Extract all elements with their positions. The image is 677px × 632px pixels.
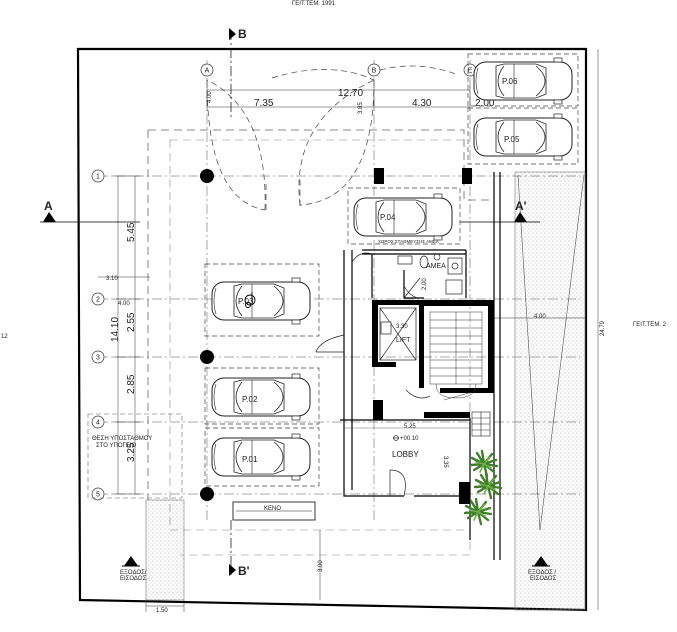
car-p06 bbox=[473, 57, 573, 105]
dim-3-35: 3.35 bbox=[442, 456, 448, 468]
svg-text:1: 1 bbox=[96, 174, 100, 181]
dim-2-55: 2.55 bbox=[126, 312, 137, 332]
left-dimensions bbox=[98, 175, 150, 495]
entrance-marker-right bbox=[532, 556, 550, 567]
dim-5-25: 5.25 bbox=[404, 424, 416, 430]
section-marker-B-top: B bbox=[229, 27, 247, 120]
dim-2-00: 2.00 bbox=[475, 98, 495, 109]
accessible-parking-icon bbox=[244, 292, 256, 308]
grid-bubble-1: 1 bbox=[91, 169, 105, 183]
grid-bubble-4: 4 bbox=[91, 415, 105, 429]
dim-1-50: 1.50 bbox=[156, 608, 168, 614]
landscape-strip-right bbox=[514, 171, 586, 611]
plant-1 bbox=[469, 449, 499, 478]
svg-text:2: 2 bbox=[96, 297, 100, 304]
entrance-left-1: ΕΞΟΔΟΣ/ bbox=[120, 570, 147, 576]
car-p04 bbox=[353, 193, 453, 241]
parking-bays bbox=[204, 53, 579, 487]
dim-4-30: 4.30 bbox=[412, 98, 432, 109]
core-walls bbox=[372, 300, 494, 418]
gate-swing-arcs bbox=[206, 65, 459, 211]
dim-12-70: 12.70 bbox=[338, 88, 363, 99]
label-p01: P.01 bbox=[242, 455, 258, 464]
mailboxes bbox=[471, 411, 491, 437]
grid-bubble-2: 2 bbox=[91, 292, 105, 306]
grid-bubble-3: 3 bbox=[91, 350, 105, 364]
dim-7-35: 7.35 bbox=[254, 98, 274, 109]
entrance-left-2: ΕΙΣΟΔΟΣ bbox=[120, 576, 146, 582]
left-neighbour-label: 12 bbox=[1, 334, 8, 340]
section-marker-A-left: A bbox=[40, 199, 140, 223]
svg-text:B: B bbox=[372, 68, 377, 75]
entrance-right-2: ΕΙΣΟΔΟΣ bbox=[530, 576, 556, 582]
dim-3-30: 3.30 bbox=[396, 324, 408, 330]
svg-text:E: E bbox=[468, 68, 473, 75]
dim-2-85: 2.85 bbox=[126, 374, 137, 394]
svg-text:B': B' bbox=[238, 564, 250, 578]
staircase bbox=[429, 311, 483, 401]
label-p02: P.02 bbox=[242, 395, 258, 404]
entrance-right-1: ΕΞΟΔΟΣ / bbox=[528, 570, 556, 576]
toilet-fixtures bbox=[397, 255, 463, 295]
svg-text:3: 3 bbox=[96, 355, 100, 362]
label-amea: AMEA bbox=[426, 263, 446, 270]
dim-14-10: 14.10 bbox=[110, 317, 121, 342]
svg-text:5: 5 bbox=[96, 492, 100, 499]
label-p06: P.06 bbox=[502, 77, 518, 86]
grid-bubble-E: E bbox=[463, 63, 477, 77]
dim-4-00-right: 4.00 bbox=[534, 314, 546, 320]
substation-note-1: ΘΕΣΗ ΥΠΟΣΤΑΘΜΟΥ bbox=[92, 436, 152, 442]
dim-3-00: 3.00 bbox=[318, 560, 324, 572]
svg-text:A': A' bbox=[515, 199, 527, 213]
label-keno: KENO bbox=[264, 506, 281, 512]
level-marker bbox=[393, 435, 399, 441]
label-lift: LIFT bbox=[396, 337, 411, 344]
door-swings bbox=[315, 252, 431, 497]
dim-3-85: 3.85 bbox=[358, 102, 364, 114]
lift-shaft bbox=[379, 307, 417, 361]
car-p02 bbox=[211, 373, 311, 421]
bottom-dimensions bbox=[145, 530, 321, 612]
structural-columns bbox=[200, 168, 472, 504]
upper-floor-outline bbox=[148, 129, 494, 201]
label-level: +00.10 bbox=[400, 436, 419, 442]
landscape-strip-bottom-left bbox=[145, 499, 185, 601]
dim-3-25: 3.25 bbox=[126, 442, 137, 462]
grid-bubble-A: A bbox=[200, 63, 214, 77]
car-p01 bbox=[211, 433, 311, 481]
grid-bubble-5: 5 bbox=[91, 487, 105, 501]
label-p04-note: ΧΩΡΟΣ ΣΤΑΘΜΕΥΣΗΣ ΑΜΕΑ bbox=[378, 239, 439, 244]
substation-note-2: ΣΤΟ ΥΠΟΓΕΙΟ bbox=[96, 443, 136, 449]
dim-5-45: 5.45 bbox=[126, 222, 137, 242]
dim-4-00-left: 4.00 bbox=[118, 301, 130, 307]
top-dimensions bbox=[206, 86, 471, 111]
grid-bubble-B: B bbox=[367, 63, 381, 77]
svg-text:A: A bbox=[205, 68, 210, 75]
svg-text:A: A bbox=[44, 199, 53, 213]
label-lobby: LOBBY bbox=[392, 450, 419, 459]
label-p03: P.03 bbox=[238, 297, 254, 306]
car-p03 bbox=[211, 277, 311, 325]
dim-3-10: 3.10 bbox=[106, 276, 118, 282]
svg-text:B: B bbox=[238, 27, 247, 41]
entrance-marker-left bbox=[122, 556, 140, 567]
right-neighbour-label: ΓΕΙΤ.ΤΕΜ. 2 bbox=[633, 322, 667, 328]
label-p05: P.05 bbox=[504, 135, 520, 144]
label-p04: P.04 bbox=[380, 213, 396, 222]
dim-4-00-top: 4.00 bbox=[207, 91, 213, 103]
dim-24-79: 24.79 bbox=[600, 320, 606, 336]
section-marker-B-bottom: B' bbox=[229, 520, 250, 578]
substation-box bbox=[87, 413, 183, 499]
car-p05 bbox=[473, 113, 573, 161]
plot-boundary bbox=[76, 47, 588, 612]
top-neighbour-label: ΓΕΙΤ.ΤΕΜ. 1991 bbox=[292, 1, 336, 7]
svg-text:4: 4 bbox=[96, 420, 100, 427]
dim-2-00-wc: 2.00 bbox=[422, 278, 428, 290]
thin-walls bbox=[340, 172, 501, 560]
